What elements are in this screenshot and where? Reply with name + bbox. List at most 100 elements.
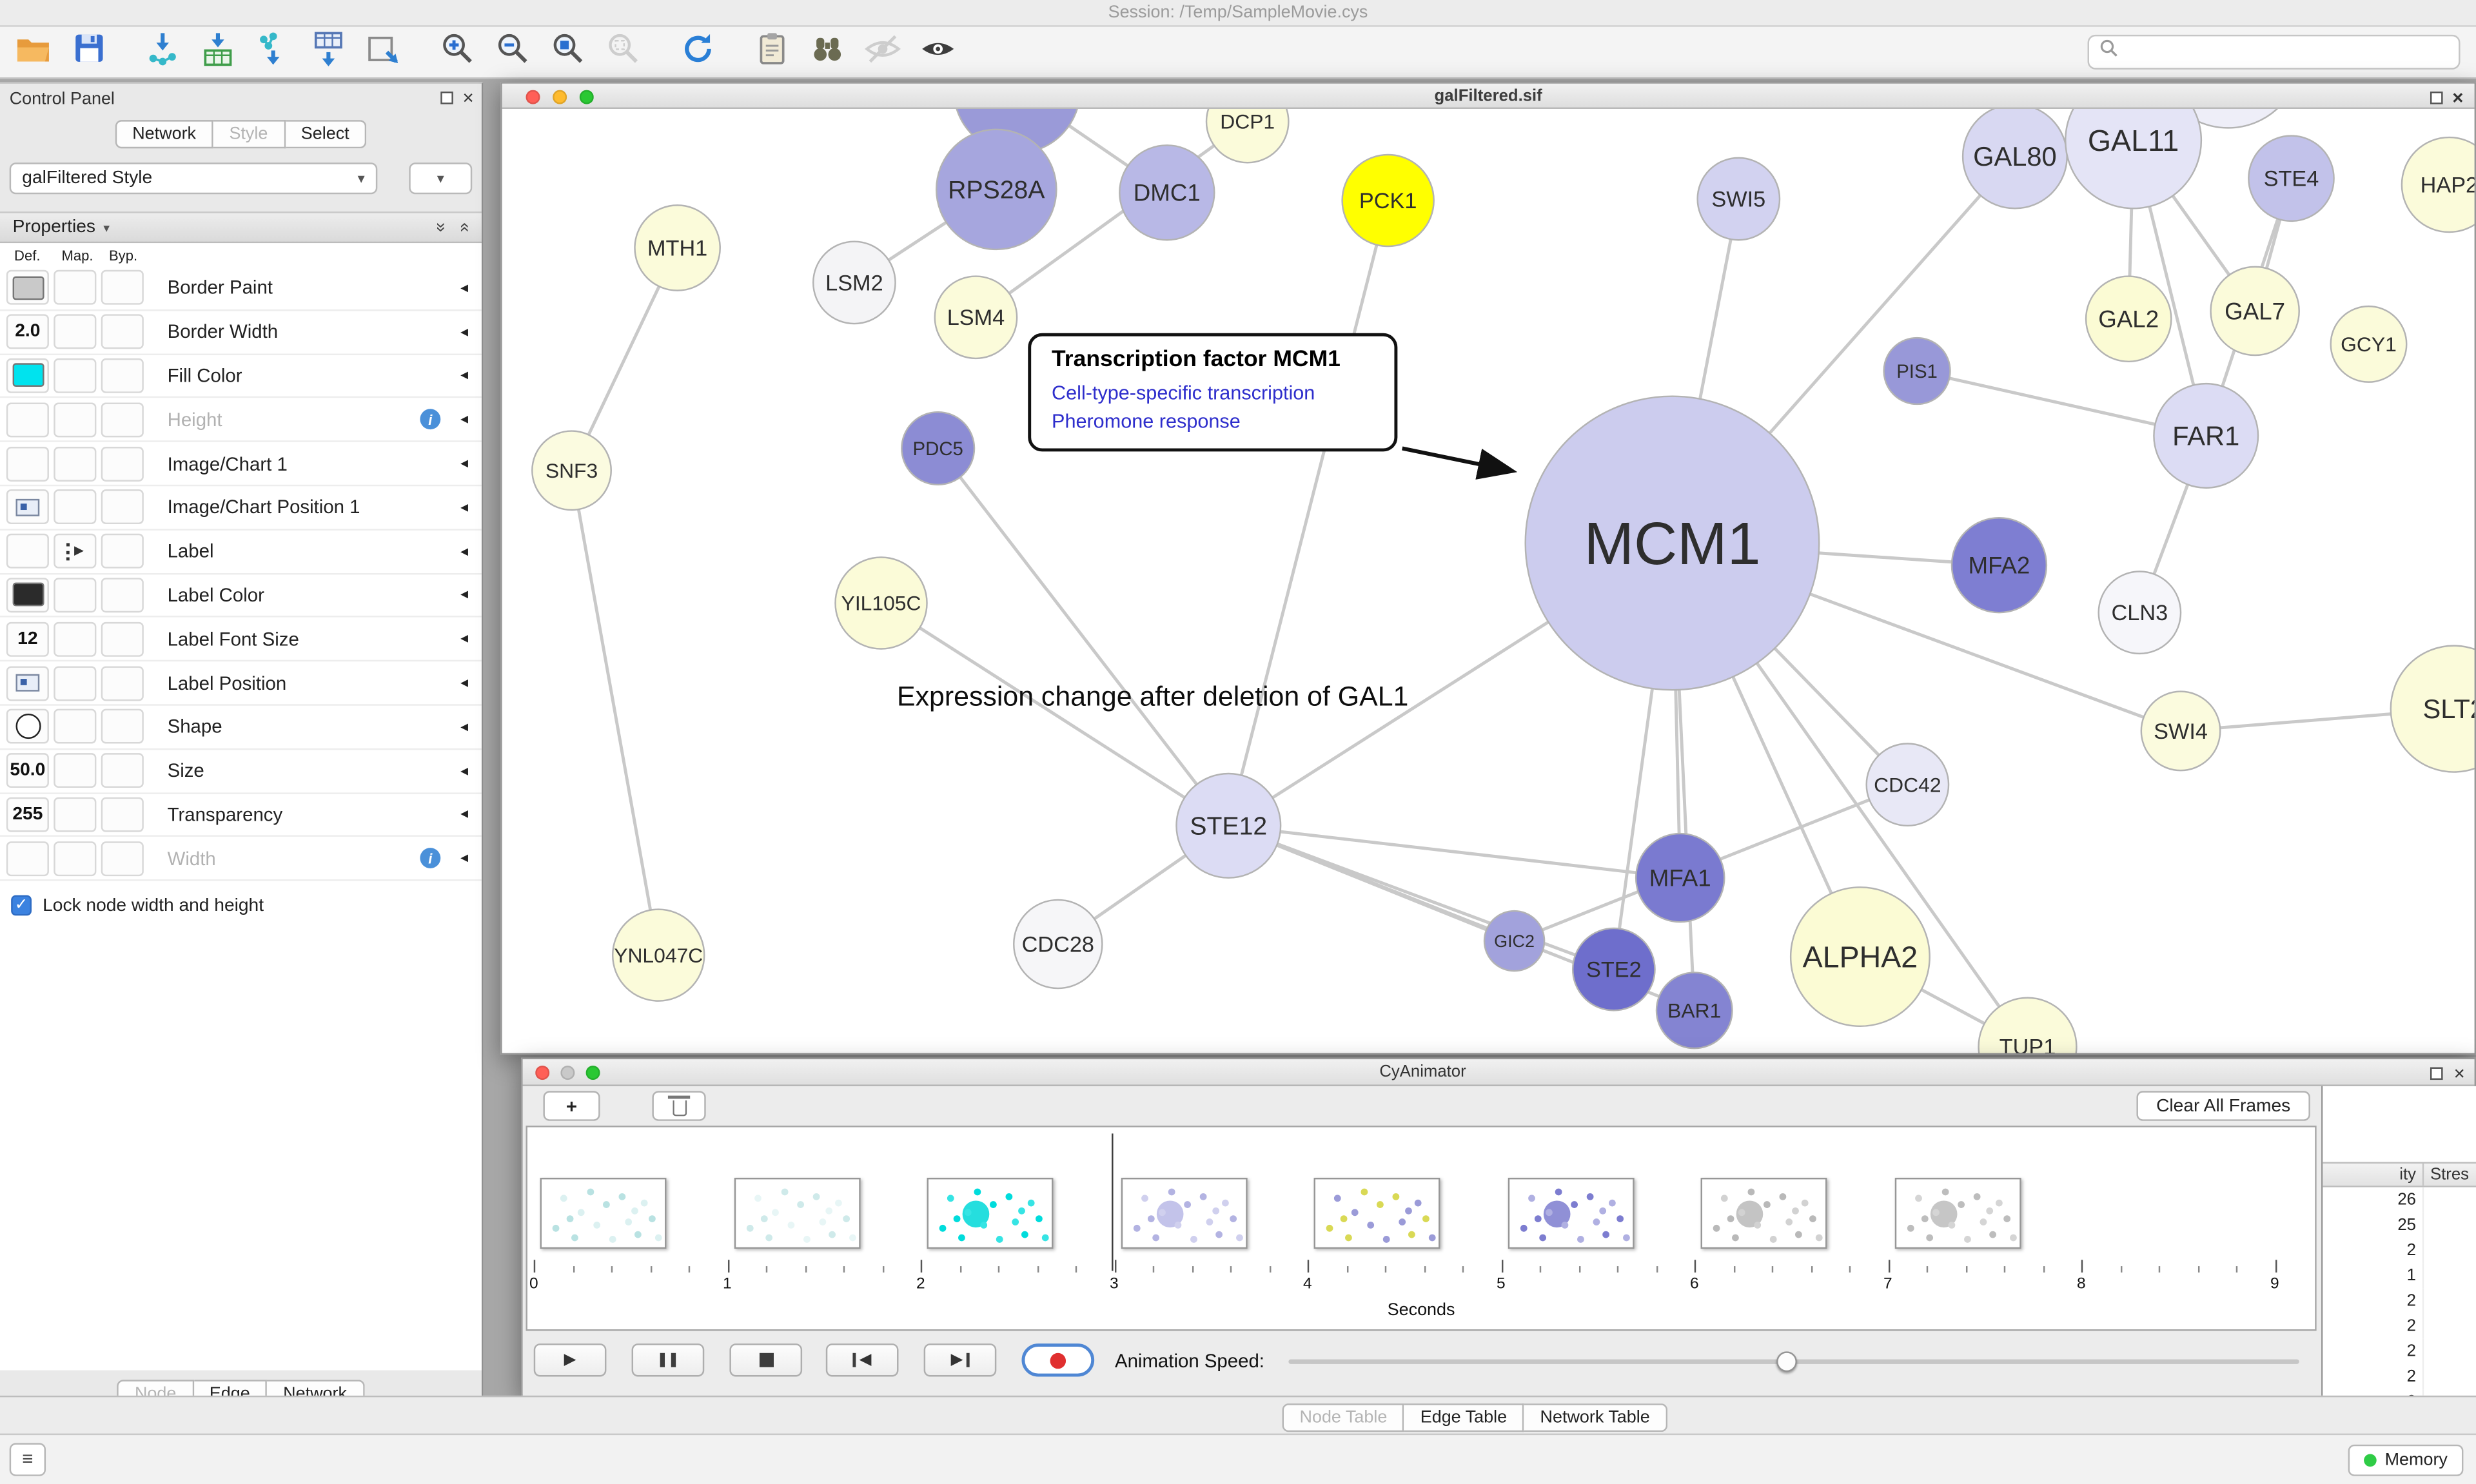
tab-network[interactable]: Network bbox=[115, 120, 213, 149]
property-default-cell[interactable] bbox=[6, 665, 49, 701]
close-traffic-light[interactable] bbox=[535, 1066, 550, 1080]
tab-network-table[interactable]: Network Table bbox=[1524, 1403, 1667, 1432]
expand-row-icon[interactable]: ◄ bbox=[458, 412, 471, 427]
cyanimator-titlebar[interactable]: CyAnimator × bbox=[522, 1059, 2475, 1086]
property-bypass-cell[interactable] bbox=[101, 446, 144, 481]
animation-frame-2[interactable] bbox=[733, 1177, 860, 1249]
network-node-rps28a[interactable]: RPS28A bbox=[936, 128, 1057, 251]
network-node-swi4[interactable]: SWI4 bbox=[2140, 690, 2221, 772]
record-button[interactable] bbox=[1021, 1343, 1095, 1377]
expand-row-icon[interactable]: ◄ bbox=[458, 500, 471, 515]
network-node-mfa1[interactable]: MFA1 bbox=[1635, 832, 1725, 923]
clear-all-frames-button[interactable]: Clear All Frames bbox=[2136, 1091, 2310, 1121]
save-session-button[interactable] bbox=[64, 31, 112, 73]
table-row[interactable]: 2 bbox=[2323, 1363, 2476, 1390]
expand-row-icon[interactable]: ◄ bbox=[458, 456, 471, 471]
expand-row-icon[interactable]: ◄ bbox=[458, 324, 471, 339]
property-default-cell[interactable] bbox=[6, 270, 49, 306]
timeline-playhead[interactable] bbox=[1112, 1133, 1114, 1271]
property-default-cell[interactable]: 12 bbox=[6, 621, 49, 657]
expand-row-icon[interactable]: ◄ bbox=[458, 719, 471, 734]
add-frame-button[interactable]: + bbox=[543, 1091, 600, 1121]
lock-size-checkbox[interactable]: ✓ bbox=[11, 895, 32, 916]
annotation-link-2[interactable]: Pheromone response bbox=[1052, 411, 1241, 433]
property-mapping-cell[interactable] bbox=[54, 358, 97, 393]
property-mapping-cell[interactable] bbox=[54, 841, 97, 876]
table-column-headers[interactable]: ity Stres bbox=[2323, 1162, 2476, 1187]
property-bypass-cell[interactable] bbox=[101, 797, 144, 832]
property-default-cell[interactable]: 50.0 bbox=[6, 753, 49, 788]
table-row[interactable]: 2 bbox=[2323, 1288, 2476, 1314]
zoom-fit-button[interactable] bbox=[545, 31, 592, 73]
annotation-link-1[interactable]: Cell-type-specific transcription bbox=[1052, 382, 1315, 404]
apply-style-button[interactable] bbox=[674, 31, 722, 73]
property-default-cell[interactable] bbox=[6, 534, 49, 569]
zoom-traffic-light[interactable] bbox=[585, 1066, 600, 1080]
network-node-ynl047c[interactable]: YNL047C bbox=[611, 908, 705, 1002]
zoom-selected-button[interactable] bbox=[600, 31, 647, 73]
network-node-lsm2[interactable]: LSM2 bbox=[812, 240, 896, 325]
property-mapping-cell[interactable] bbox=[54, 665, 97, 701]
network-node-swi5[interactable]: SWI5 bbox=[1696, 157, 1781, 241]
table-row[interactable]: 1 bbox=[2323, 1263, 2476, 1289]
slider-thumb[interactable] bbox=[1776, 1351, 1797, 1371]
panel-menu-button[interactable]: ≡ bbox=[9, 1443, 46, 1476]
network-node-mfa2[interactable]: MFA2 bbox=[1950, 517, 2048, 614]
zoom-out-button[interactable] bbox=[489, 31, 536, 73]
float-panel-icon[interactable] bbox=[2430, 1067, 2443, 1080]
table-row[interactable]: 2 bbox=[2323, 1389, 2476, 1396]
network-node-pck1[interactable]: PCK1 bbox=[1341, 153, 1435, 248]
network-node-snf3[interactable]: SNF3 bbox=[531, 430, 612, 511]
expand-row-icon[interactable]: ◄ bbox=[458, 544, 471, 559]
tab-node-table[interactable]: Node Table bbox=[1282, 1403, 1405, 1432]
animation-frame-4[interactable] bbox=[1120, 1177, 1247, 1249]
play-button[interactable]: ▶ bbox=[533, 1343, 607, 1377]
search-field[interactable] bbox=[2087, 34, 2461, 70]
animation-frame-8[interactable] bbox=[1894, 1177, 2021, 1249]
property-mapping-cell[interactable] bbox=[54, 270, 97, 306]
network-node-bignode[interactable] bbox=[2156, 108, 2301, 129]
expand-row-icon[interactable]: ◄ bbox=[458, 588, 471, 603]
network-node-gal7[interactable]: GAL7 bbox=[2210, 266, 2300, 356]
property-mapping-cell[interactable] bbox=[54, 534, 97, 569]
memory-button[interactable]: Memory bbox=[2348, 1444, 2464, 1476]
network-node-yil105c[interactable]: YIL105C bbox=[834, 556, 928, 650]
network-node-gic2[interactable]: GIC2 bbox=[1483, 910, 1546, 972]
network-node-slt2[interactable]: SLT2 bbox=[2390, 645, 2475, 773]
open-session-button[interactable] bbox=[10, 31, 57, 73]
show-graphics-details-button[interactable] bbox=[914, 31, 961, 73]
property-default-cell[interactable] bbox=[6, 358, 49, 393]
network-node-cdc28[interactable]: CDC28 bbox=[1013, 899, 1103, 990]
next-frame-button[interactable]: ▶ bbox=[923, 1343, 997, 1377]
property-default-cell[interactable]: 255 bbox=[6, 797, 49, 832]
expand-row-icon[interactable]: ◄ bbox=[458, 368, 471, 383]
property-mapping-cell[interactable] bbox=[54, 709, 97, 745]
property-mapping-cell[interactable] bbox=[54, 490, 97, 525]
import-network-button[interactable] bbox=[139, 31, 186, 73]
network-node-cln3[interactable]: CLN3 bbox=[2098, 571, 2182, 655]
animation-speed-slider[interactable] bbox=[1288, 1351, 2299, 1371]
float-window-icon[interactable] bbox=[2430, 92, 2443, 104]
property-bypass-cell[interactable] bbox=[101, 665, 144, 701]
zoom-in-button[interactable] bbox=[434, 31, 481, 73]
network-canvas[interactable]: RPS28BRPS28ADMC1DCP1PCK1SWI5GAL80GAL11ST… bbox=[502, 108, 2475, 1053]
export-image-button[interactable] bbox=[360, 31, 407, 73]
expand-all-icon[interactable]: » bbox=[431, 222, 450, 233]
style-selector-dropdown[interactable]: galFiltered Style ▾ bbox=[9, 162, 378, 195]
float-panel-icon[interactable] bbox=[440, 92, 453, 104]
column-header-2[interactable]: Stres bbox=[2430, 1165, 2470, 1184]
network-node-pdc5[interactable]: PDC5 bbox=[901, 411, 976, 486]
network-node-bar1[interactable]: BAR1 bbox=[1655, 971, 1733, 1050]
network-node-ste2[interactable]: STE2 bbox=[1571, 927, 1656, 1011]
expand-row-icon[interactable]: ◄ bbox=[458, 807, 471, 822]
network-node-gal2[interactable]: GAL2 bbox=[2085, 275, 2172, 363]
property-default-cell[interactable] bbox=[6, 578, 49, 613]
export-network-button[interactable] bbox=[250, 31, 297, 73]
binoculars-button[interactable] bbox=[804, 31, 851, 73]
property-mapping-cell[interactable] bbox=[54, 314, 97, 349]
table-row[interactable]: 2 bbox=[2323, 1238, 2476, 1264]
close-panel-icon[interactable]: × bbox=[2453, 1062, 2465, 1085]
expand-row-icon[interactable]: ◄ bbox=[458, 676, 471, 690]
property-bypass-cell[interactable] bbox=[101, 270, 144, 306]
